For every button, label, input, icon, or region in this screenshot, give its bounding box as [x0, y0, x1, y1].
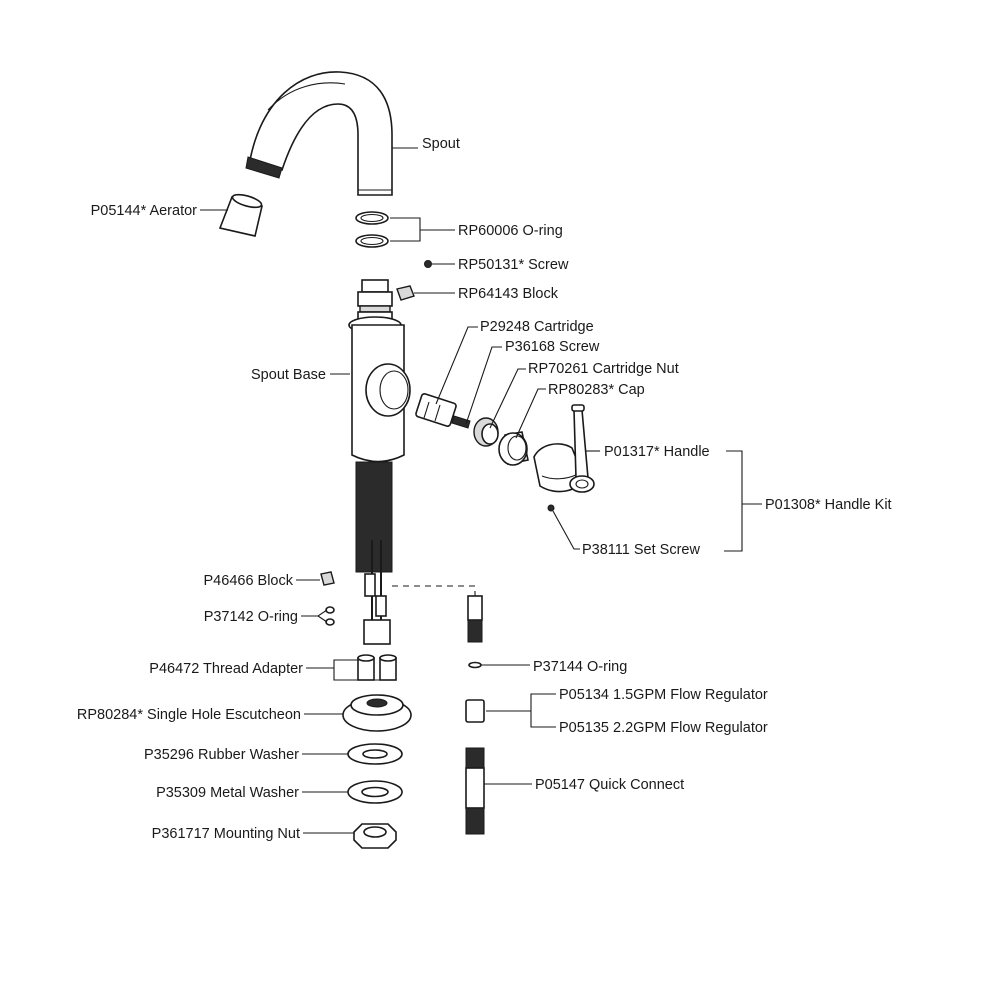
- spout-base-label: Spout Base: [251, 367, 326, 383]
- quick-connect-label: P05147 Quick Connect: [535, 777, 684, 793]
- spout-drawing: [245, 71, 393, 196]
- block-64143-drawing: [396, 285, 415, 301]
- screw-36168-label: P36168 Screw: [505, 339, 600, 355]
- escutcheon-label: RP80284* Single Hole Escutcheon: [77, 707, 301, 723]
- flow-regulator-22-label: P05135 2.2GPM Flow Regulator: [559, 720, 768, 736]
- cartridge-nut-label: RP70261 Cartridge Nut: [528, 361, 679, 377]
- oring-37144-label: P37144 O-ring: [533, 659, 627, 675]
- thread-adapter-drawing: [357, 654, 397, 681]
- leader-lines: [200, 147, 762, 834]
- flow-regulator-15-label: P05134 1.5GPM Flow Regulator: [559, 687, 768, 703]
- thread-adapter-label: P46472 Thread Adapter: [149, 661, 303, 677]
- screw-50131-drawing: [424, 260, 432, 268]
- handle-drawing: [533, 404, 595, 493]
- rubber-washer-drawing: [347, 743, 403, 765]
- flow-regulator-column-drawing: [465, 595, 485, 835]
- block-46466-drawing: [320, 571, 335, 586]
- aerator-drawing: [218, 193, 263, 237]
- oring-37142-drawing: [325, 606, 335, 626]
- oring-60006-drawing: [355, 211, 389, 248]
- metal-washer-drawing: [347, 780, 403, 804]
- rubber-washer-label: P35296 Rubber Washer: [144, 747, 299, 763]
- mounting-nut-label: P361717 Mounting Nut: [152, 826, 300, 842]
- aerator-label: P05144* Aerator: [91, 203, 198, 219]
- set-screw-drawing: [547, 504, 555, 512]
- block-64143-label: RP64143 Block: [458, 286, 559, 302]
- set-screw-label: P38111 Set Screw: [582, 542, 700, 558]
- mounting-nut-drawing: [353, 823, 397, 849]
- oring-60006-label: RP60006 O-ring: [458, 223, 563, 239]
- cap-drawing: [498, 431, 529, 466]
- cap-label: RP80283* Cap: [548, 382, 645, 398]
- block-46466-label: P46466 Block: [204, 573, 294, 589]
- cartridge-label: P29248 Cartridge: [480, 319, 594, 335]
- screw-50131-label: RP50131* Screw: [458, 257, 569, 273]
- cartridge-drawing: [415, 393, 471, 429]
- oring-37142-label: P37142 O-ring: [204, 609, 298, 625]
- spout-base-drawing: [348, 279, 411, 463]
- handle-label: P01317* Handle: [604, 444, 710, 460]
- spout-label: Spout: [422, 136, 460, 152]
- handle-kit-label: P01308* Handle Kit: [765, 497, 892, 513]
- escutcheon-drawing: [342, 694, 412, 732]
- cartridge-nut-drawing: [473, 417, 499, 447]
- shank-and-supply-lines-drawing: [355, 461, 476, 645]
- metal-washer-label: P35309 Metal Washer: [156, 785, 299, 801]
